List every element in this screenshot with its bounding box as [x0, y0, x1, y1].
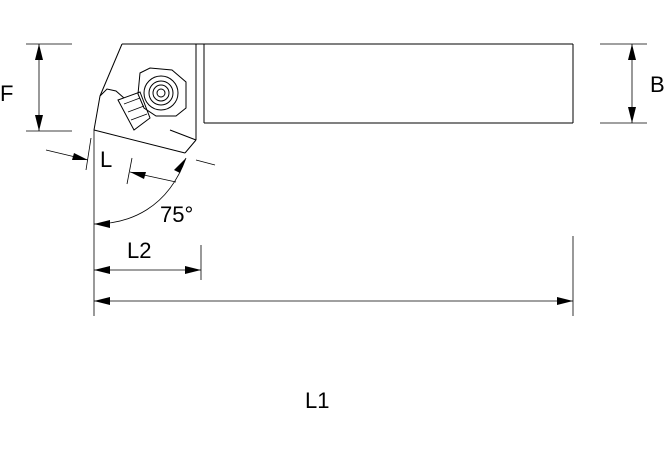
dimension-label-l1: L1: [305, 388, 329, 413]
angle-75: [93, 130, 187, 316]
dimension-l: [45, 137, 216, 185]
dimension-l1: [94, 236, 574, 316]
dimension-f: [26, 43, 72, 132]
dimension-l2: [94, 245, 202, 280]
angle-label: 75°: [160, 202, 193, 227]
dimension-b: [600, 43, 647, 124]
clamp-screw: [117, 67, 187, 131]
dimension-label-b: B: [650, 72, 665, 97]
shank-body: [122, 43, 574, 140]
tool-head: [93, 43, 197, 154]
dimension-label-f: F: [0, 81, 13, 106]
dimension-label-l: L: [100, 147, 112, 172]
dimension-label-l2: L2: [127, 238, 151, 263]
